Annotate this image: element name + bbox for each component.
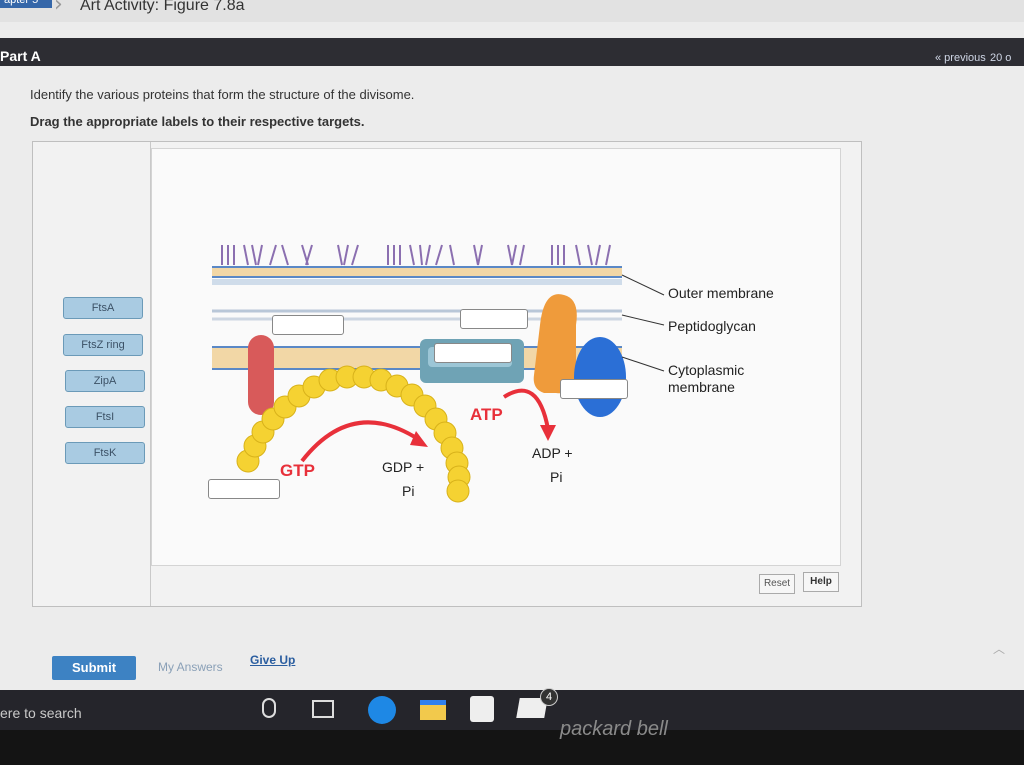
label-zipa[interactable]: ZipA [65,370,145,392]
submit-button[interactable]: Submit [52,656,136,680]
taskbar-search[interactable]: ere to search [0,705,82,721]
edge-browser-icon[interactable] [368,696,396,724]
adp-pi-label: Pi [550,469,563,485]
label-ftsz-ring[interactable]: FtsZ ring [63,334,143,356]
part-header: Part A « previous 20 o [0,38,1024,66]
page-count: 20 o [990,52,1012,64]
outer-membrane-layer [212,244,622,285]
chevron-up-icon[interactable]: ︿ [993,642,1006,656]
drop-target-2[interactable] [460,309,528,329]
breadcrumb: apter 5 › Art Activity: Figure 7.8a [0,0,1024,22]
instruction-drag: Drag the appropriate labels to their res… [30,114,365,129]
adp-label: ADP + [532,445,573,461]
brand-logo: packard bell [560,718,668,740]
drop-target-4[interactable] [560,379,628,399]
leader-lines [621,274,665,372]
drop-target-1[interactable] [272,315,344,335]
page: apter 5 › Art Activity: Figure 7.8a Part… [0,0,1024,690]
drop-target-5[interactable] [208,479,280,499]
ftsa-protein [574,337,626,417]
zipa-protein [248,335,274,415]
mail-badge: 4 [540,688,558,706]
part-label: Part A [0,48,41,64]
gtp-arrow [300,420,420,463]
instruction-text: Identify the various proteins that form … [30,87,415,102]
gdp-label: GDP + [382,459,425,475]
label-ftsa[interactable]: FtsA [63,297,143,319]
label-bank: FtsA FtsZ ring ZipA FtsI FtsK [33,142,151,606]
file-explorer-icon[interactable] [420,700,446,720]
label-ftsk[interactable]: FtsK [65,442,145,464]
outer-membrane-label: Outer membrane [668,285,774,301]
peptidoglycan-label: Peptidoglycan [668,318,756,334]
breadcrumb-separator-icon: › [54,0,63,17]
divisome-diagram: Outer membrane Peptidoglycan Cytoplasmic… [151,148,841,566]
gdp-pi-label: Pi [402,483,415,499]
label-ftsi[interactable]: FtsI [65,406,145,428]
cytoplasmic-membrane-label-line2: membrane [668,379,735,395]
taskbar: 4 [0,688,1024,730]
task-view-icon[interactable] [312,700,334,718]
give-up-link[interactable]: Give Up [250,653,296,667]
previous-link[interactable]: « previous [935,52,986,64]
activity-panel: FtsA FtsZ ring ZipA FtsI FtsK [32,141,862,607]
monitor-bezel [0,730,1024,765]
ftsz-ring [236,365,471,503]
atp-label: ATP [470,405,503,424]
atp-arrow [502,388,550,430]
microphone-icon[interactable] [262,698,276,718]
reset-button[interactable]: Reset [759,574,795,594]
help-button[interactable]: Help [803,572,839,592]
gtp-label: GTP [280,461,315,480]
ftsi-protein [533,294,577,394]
my-answers-link[interactable]: My Answers [158,660,223,674]
cytoplasmic-membrane-label-line1: Cytoplasmic [668,362,745,378]
store-icon[interactable] [470,696,494,722]
breadcrumb-chapter[interactable]: apter 5 [0,0,52,8]
drop-target-3[interactable] [434,343,512,363]
breadcrumb-title: Art Activity: Figure 7.8a [80,0,245,14]
